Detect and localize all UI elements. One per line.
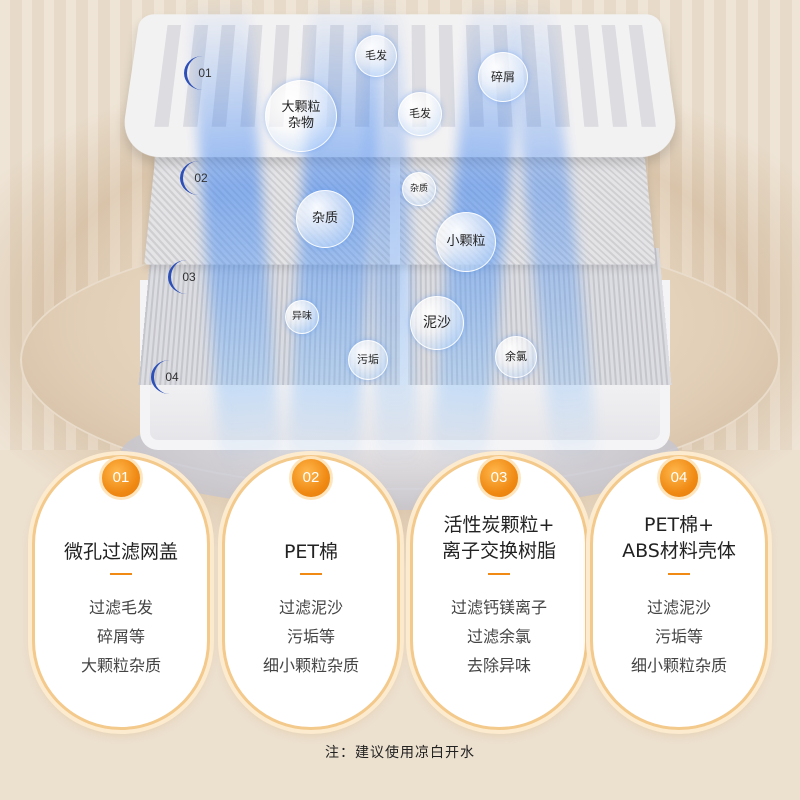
card-desc-line: 污垢等 bbox=[654, 627, 703, 646]
card-desc-line: 大颗粒杂质 bbox=[80, 656, 161, 675]
bubble-label: 碎屑 bbox=[490, 69, 515, 84]
card-desc-line: 细小颗粒杂质 bbox=[262, 656, 359, 675]
card-desc-line: 去除异味 bbox=[466, 656, 531, 675]
card-divider bbox=[110, 573, 132, 575]
card-desc-line: 碎屑等 bbox=[96, 627, 145, 646]
card-title-line: ABS材料壳体 bbox=[622, 539, 736, 562]
card-title-line: 微孔过滤网盖 bbox=[63, 541, 178, 563]
bubble-label: 小颗粒 bbox=[446, 234, 486, 250]
card-badge: 04 bbox=[657, 456, 701, 500]
filter-card-02: 02 PET棉 过滤泥沙 污垢等 细小颗粒杂质 bbox=[222, 455, 400, 730]
bubble-label: 杂质 bbox=[409, 183, 428, 194]
card-desc-line: 过滤余氯 bbox=[466, 627, 531, 646]
bubble-debris: 碎屑 bbox=[478, 52, 528, 102]
filter-card-03: 03 活性炭颗粒+ 离子交换树脂 过滤钙镁离子 过滤余氯 去除异味 bbox=[410, 455, 588, 730]
card-desc-line: 过滤泥沙 bbox=[646, 598, 711, 617]
bubble-sand: 泥沙 bbox=[410, 296, 464, 350]
card-badge: 01 bbox=[99, 456, 143, 500]
card-description: 过滤泥沙 污垢等 细小颗粒杂质 bbox=[593, 593, 765, 680]
usage-note: 注：建议使用凉白开水 bbox=[325, 745, 475, 761]
bubble-label: 杂质 bbox=[311, 211, 338, 227]
bubble-label: 毛发 bbox=[409, 107, 431, 121]
card-desc-line: 细小颗粒杂质 bbox=[630, 656, 727, 675]
card-title-line: 离子交换树脂 bbox=[441, 539, 556, 562]
card-divider bbox=[668, 573, 690, 575]
card-title-line: PET棉+ bbox=[644, 514, 714, 536]
card-description: 过滤泥沙 污垢等 细小颗粒杂质 bbox=[225, 593, 397, 680]
card-divider bbox=[488, 573, 510, 575]
bubble-large-particles: 大颗粒杂物 bbox=[265, 80, 337, 152]
card-title: 活性炭颗粒+ 离子交换树脂 bbox=[413, 513, 585, 564]
layer-number-04: 04 bbox=[151, 360, 187, 394]
card-desc-line: 过滤钙镁离子 bbox=[450, 598, 547, 617]
layer-number-03: 03 bbox=[168, 260, 204, 294]
card-title-line: PET棉 bbox=[283, 541, 339, 563]
bubble-label: 泥沙 bbox=[423, 314, 451, 331]
bubble-dirt: 污垢 bbox=[348, 340, 388, 380]
bubble-label: 污垢 bbox=[357, 353, 379, 367]
layer-number-01: 01 bbox=[184, 56, 220, 90]
card-desc-line: 过滤毛发 bbox=[88, 598, 153, 617]
card-title: 微孔过滤网盖 bbox=[35, 540, 207, 566]
bubble-hair: 毛发 bbox=[355, 35, 397, 77]
bubble-odor: 异味 bbox=[285, 300, 319, 334]
card-title: PET棉 bbox=[225, 540, 397, 566]
filter-card-04: 04 PET棉+ ABS材料壳体 过滤泥沙 污垢等 细小颗粒杂质 bbox=[590, 455, 768, 730]
card-title-line: 活性炭颗粒+ bbox=[443, 514, 555, 536]
bubble-label: 大颗粒杂物 bbox=[281, 100, 321, 131]
bubble-label: 异味 bbox=[292, 311, 312, 322]
bubble-label: 余氯 bbox=[505, 350, 527, 364]
bubble-impurity-small: 杂质 bbox=[402, 172, 436, 206]
layer-number-02: 02 bbox=[180, 161, 216, 195]
bubble-hair-2: 毛发 bbox=[398, 92, 442, 136]
bubble-impurity: 杂质 bbox=[296, 190, 354, 248]
card-badge: 02 bbox=[289, 456, 333, 500]
bubble-chlorine: 余氯 bbox=[495, 336, 537, 378]
card-badge: 03 bbox=[477, 456, 521, 500]
bubble-fine-particles: 小颗粒 bbox=[436, 212, 496, 272]
bubble-label: 毛发 bbox=[365, 49, 387, 63]
card-description: 过滤钙镁离子 过滤余氯 去除异味 bbox=[413, 593, 585, 680]
card-title: PET棉+ ABS材料壳体 bbox=[593, 513, 765, 564]
filter-card-01: 01 微孔过滤网盖 过滤毛发 碎屑等 大颗粒杂质 bbox=[32, 455, 210, 730]
card-desc-line: 污垢等 bbox=[286, 627, 335, 646]
card-desc-line: 过滤泥沙 bbox=[278, 598, 343, 617]
card-divider bbox=[300, 573, 322, 575]
card-description: 过滤毛发 碎屑等 大颗粒杂质 bbox=[35, 593, 207, 680]
